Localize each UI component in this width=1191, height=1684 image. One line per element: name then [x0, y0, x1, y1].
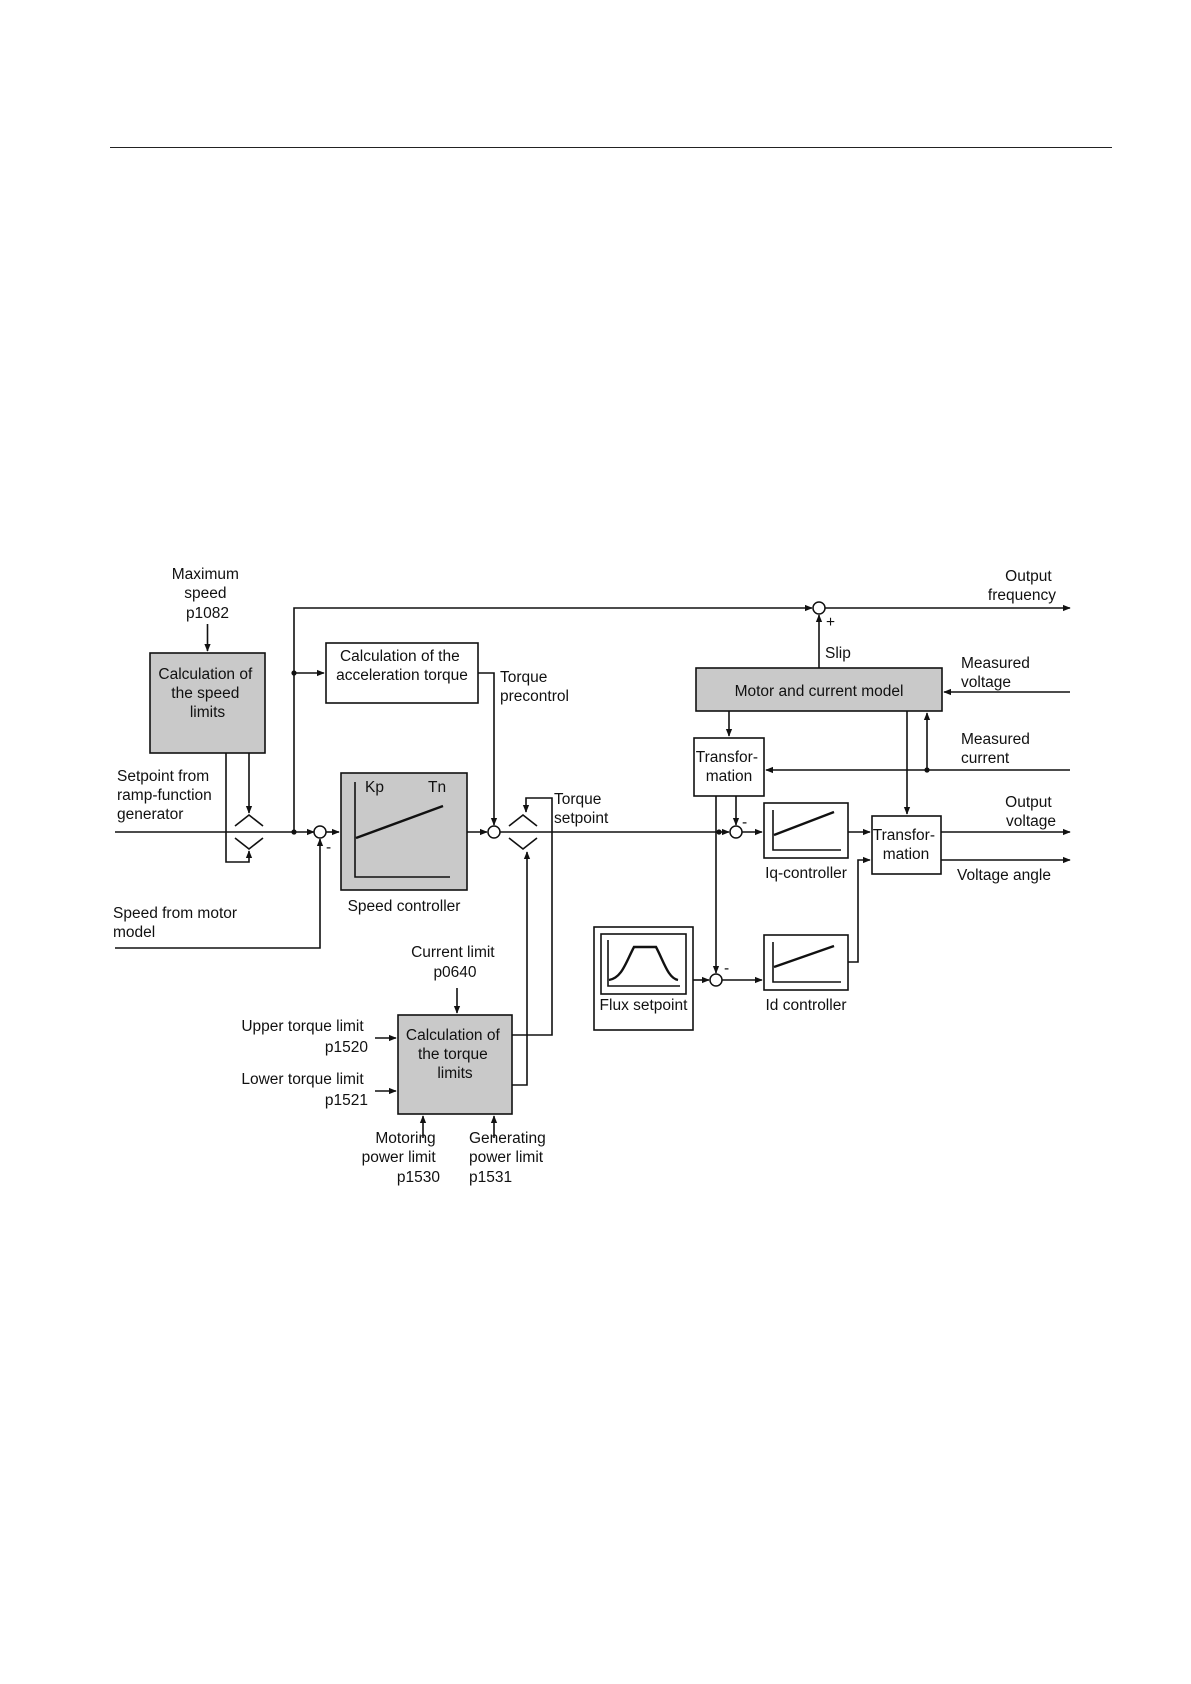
frequency-sum-junction: [812, 601, 826, 615]
generating-power-label: Generating power limit p1531: [469, 1130, 550, 1186]
measured-voltage-label: Measured voltage: [961, 655, 1034, 691]
speed-feedback-line: [115, 838, 324, 949]
torque-upper-limit-line: [512, 797, 553, 1036]
transformation-label-2: Transfor- mation: [873, 827, 940, 863]
speed-controller-caption: Speed controller: [348, 898, 461, 915]
measured-current-label: Measured current: [961, 731, 1034, 767]
id-output-line: [848, 856, 871, 963]
iq-controller-axes: [772, 810, 841, 851]
id-controller-curve: [773, 944, 835, 969]
iq-sum-junction: [729, 825, 743, 839]
transformation-label-1: Transfor- mation: [696, 749, 763, 785]
transformation-block-1: [693, 737, 765, 797]
torque-limits-block: [397, 1014, 513, 1115]
speed-sum-junction: [313, 825, 327, 839]
torque-setpoint-label: Torque setpoint: [554, 791, 609, 827]
torque-limits-label: Calculation of the torque limits: [406, 1027, 504, 1082]
accel-torque-label: Calculation of the acceleration torque: [336, 648, 468, 684]
flux-setpoint-axes: [607, 940, 680, 987]
id-controller-axes: [772, 942, 841, 983]
setpoint-label: Setpoint from ramp-function generator: [117, 768, 216, 823]
speed-limits-block: [149, 652, 266, 754]
torque-limiter-symbol: [508, 813, 538, 851]
flux-setpoint-caption: Flux setpoint: [600, 997, 689, 1014]
upper-torque-label: Upper torque limit p1520: [241, 1018, 368, 1056]
minus-sign: -: [742, 814, 747, 831]
accel-torque-block: [325, 642, 479, 704]
id-controller-caption: Id controller: [766, 997, 847, 1014]
output-frequency-label: Output frequency: [988, 568, 1056, 604]
header-rule: [110, 147, 1112, 148]
kp-label: Kp: [365, 779, 384, 796]
motoring-power-label: Motoring power limit p1530: [362, 1130, 441, 1186]
output-voltage-label: Output voltage: [1005, 794, 1056, 830]
voltage-angle-label: Voltage angle: [957, 867, 1051, 884]
torque-precontrol-label: Torque precontrol: [500, 669, 569, 705]
motor-model-block: [695, 667, 943, 712]
minus-sign: -: [724, 960, 729, 977]
motor-model-label: Motor and current model: [735, 683, 904, 700]
flux-setpoint-inner: [600, 933, 687, 995]
speed-controller-axes: [354, 782, 450, 878]
speed-motor-label: Speed from motor model: [113, 905, 241, 941]
speed-limits-label: Calculation of the speed limits: [158, 666, 256, 721]
speed-limiter-symbol: [234, 813, 264, 851]
torque-precontrol-line: [478, 672, 498, 826]
speed-controller-curve: [355, 804, 444, 840]
slip-label: Slip: [825, 645, 851, 662]
max-speed-label: Maximum speed p1082: [172, 566, 243, 622]
iq-controller-caption: Iq-controller: [765, 865, 847, 882]
tn-label: Tn: [428, 779, 446, 796]
current-limit-label: Current limit p0640: [411, 944, 499, 981]
minus-sign: -: [326, 839, 331, 856]
plus-sign: +: [826, 614, 835, 631]
lower-torque-label: Lower torque limit p1521: [241, 1071, 368, 1109]
transformation-block-2: [871, 815, 942, 875]
torque-sum-junction: [487, 825, 501, 839]
frequency-feedforward-line: [293, 604, 813, 832]
id-sum-junction: [709, 973, 723, 987]
speed-controller-block: [340, 772, 468, 891]
flux-setpoint-curve: [608, 945, 679, 982]
torque-lower-limit-line: [512, 851, 531, 1086]
speed-lower-limit-line: [225, 753, 253, 863]
iq-controller-curve: [773, 810, 835, 837]
